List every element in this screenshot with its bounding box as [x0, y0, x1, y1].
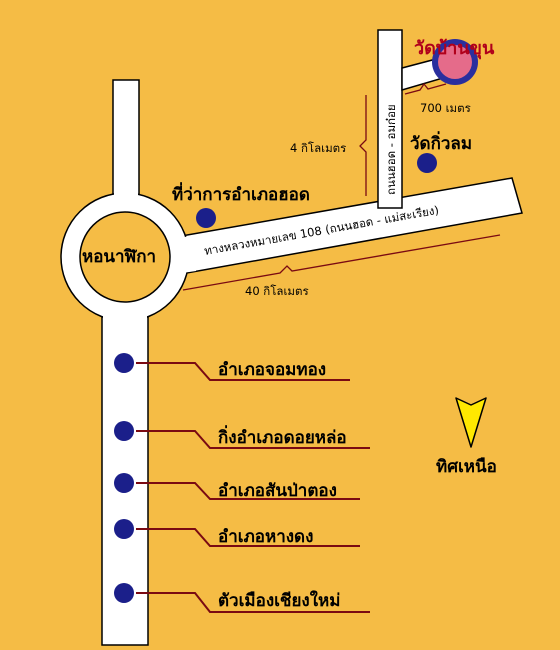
wat-kiwlom-marker	[417, 153, 437, 173]
roundabout-label: หอนาฬิกา	[82, 247, 156, 267]
place-label: อำเภอสันป่าตอง	[218, 481, 337, 501]
place-label: อำเภอหางดง	[218, 527, 313, 547]
distance-700m-bracket	[404, 82, 447, 95]
place-marker	[114, 519, 134, 539]
place-leader-line	[136, 362, 350, 381]
place-marker	[114, 583, 134, 603]
place-marker	[114, 353, 134, 373]
hot-omkoi-road	[377, 29, 403, 209]
road-joint-cover	[103, 300, 147, 324]
south-road-place-1: อำเภอจอมทอง	[114, 353, 350, 381]
place-marker	[114, 421, 134, 441]
place-label: กิ่งอำเภอดอยหล่อ	[218, 425, 347, 448]
road-joint-cover	[168, 235, 196, 275]
south-road-place-4: อำเภอหางดง	[114, 519, 360, 547]
place-leader-line	[136, 528, 360, 547]
north-arrow-icon	[455, 397, 487, 448]
place-label: อำเภอจอมทอง	[218, 360, 326, 380]
distance-40km-label: 40 กิโลเมตร	[245, 284, 309, 298]
destination-target-icon	[432, 39, 478, 85]
distance-700m-label: 700 เมตร	[420, 101, 471, 115]
south-road-place-3: อำเภอสันป่าตอง	[114, 473, 360, 501]
place-marker	[114, 473, 134, 493]
road-joint-cover	[114, 185, 138, 205]
destination-label: วัดบ้านขุน	[414, 38, 495, 60]
place-leader-line	[136, 430, 370, 449]
south-road-place-2: กิ่งอำเภอดอยหล่อ	[114, 421, 370, 449]
hot-omkoi-road-label: ถนนฮอด - อมก๋อย	[384, 104, 398, 195]
place-leader-line	[136, 592, 370, 613]
distance-4km-label: 4 กิโลเมตร	[290, 141, 346, 155]
wat-kiwlom-label: วัดกิ่วลม	[410, 131, 472, 154]
place-leader-line	[136, 482, 360, 500]
distance-40km-bracket	[182, 234, 501, 291]
north-label: ทิศเหนือ	[436, 456, 497, 477]
roundabout-inner	[79, 211, 171, 303]
district-office-marker	[196, 208, 216, 228]
district-office-label: ที่ว่าการอำเภอฮอด	[172, 182, 310, 205]
distance-4km-bracket	[359, 95, 367, 196]
place-label: ตัวเมืองเชียงใหม่	[218, 590, 340, 611]
south-road-place-5: ตัวเมืองเชียงใหม่	[114, 583, 370, 613]
